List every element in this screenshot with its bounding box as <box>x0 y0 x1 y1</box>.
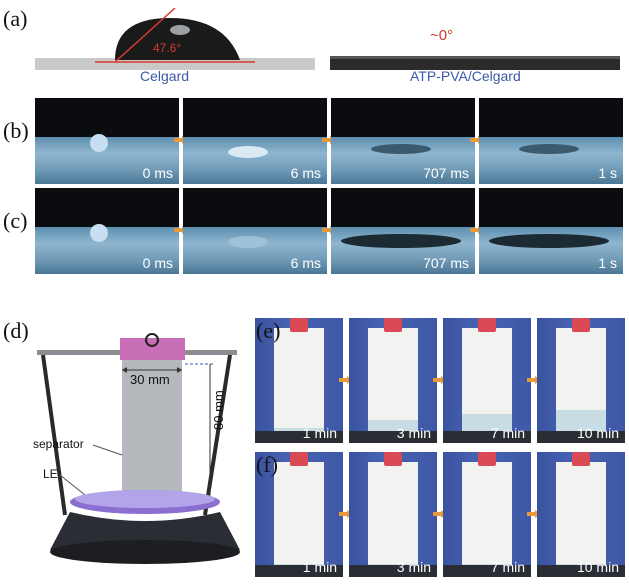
panel-a-left-caption: Celgard <box>140 68 190 84</box>
photo-time-label: 7 min <box>490 425 525 441</box>
panel-b-frame: 6 ms <box>183 98 327 184</box>
photo-time-label: 1 min <box>302 425 337 441</box>
separator-label: separator <box>33 437 84 451</box>
panel-c-frame: 707 ms <box>331 188 475 274</box>
photo-time-label: 1 min <box>302 559 337 575</box>
panel-b-frame: 0 ms <box>35 98 179 184</box>
left-contact-angle: 47.6° <box>153 41 181 55</box>
frame-time-label: 707 ms <box>423 255 469 271</box>
panel-c-label: (c) <box>3 208 28 233</box>
panel-b-frame: 707 ms <box>331 98 475 184</box>
panel-e-photo: 3 min <box>349 318 437 443</box>
panel-f-photo: 7 min <box>443 452 531 577</box>
panel-d-diagram: 30 mm 80 mm separator LE <box>33 333 240 564</box>
panel-e-label: (e) <box>256 318 281 343</box>
panel-f-photo: 3 min <box>349 452 437 577</box>
panel-c-frame: 0 ms <box>35 188 179 274</box>
panel-e-photo: 7 min <box>443 318 531 443</box>
panel-e-photo: 1 min <box>255 318 343 443</box>
le-label: LE <box>43 467 58 481</box>
photo-time-label: 3 min <box>396 425 431 441</box>
panel-a-right-caption: ATP-PVA/Celgard <box>410 68 521 84</box>
panel-e-photo: 10 min <box>537 318 625 443</box>
panel-f-photo: 1 min <box>255 452 343 577</box>
photo-time-label: 7 min <box>490 559 525 575</box>
panel-c-frame: 6 ms <box>183 188 327 274</box>
photo-time-label: 10 min <box>576 559 619 575</box>
frame-time-label: 0 ms <box>142 255 173 271</box>
frame-time-label: 1 s <box>598 255 617 271</box>
right-contact-angle: ~0° <box>430 27 453 44</box>
panel-b-label: (b) <box>3 118 29 143</box>
panel-f-photo: 10 min <box>537 452 625 577</box>
panel-a-label: (a) <box>3 6 28 31</box>
photo-time-label: 3 min <box>396 559 431 575</box>
panel-c-frame: 1 s <box>479 188 623 274</box>
panel-d-label: (d) <box>3 318 29 343</box>
panel-b-frame: 1 s <box>479 98 623 184</box>
frame-time-label: 1 s <box>598 165 617 181</box>
photo-time-label: 10 min <box>576 425 619 441</box>
panel-a-left-image: 47.6° <box>35 8 315 70</box>
frame-time-label: 6 ms <box>290 255 321 271</box>
frame-time-label: 0 ms <box>142 165 173 181</box>
frame-time-label: 707 ms <box>423 165 469 181</box>
panel-a-right-image: ~0° <box>330 27 620 70</box>
width-dimension: 30 mm <box>130 372 170 387</box>
height-dimension: 80 mm <box>211 390 226 430</box>
frame-time-label: 6 ms <box>290 165 321 181</box>
panel-f-label: (f) <box>256 452 278 477</box>
